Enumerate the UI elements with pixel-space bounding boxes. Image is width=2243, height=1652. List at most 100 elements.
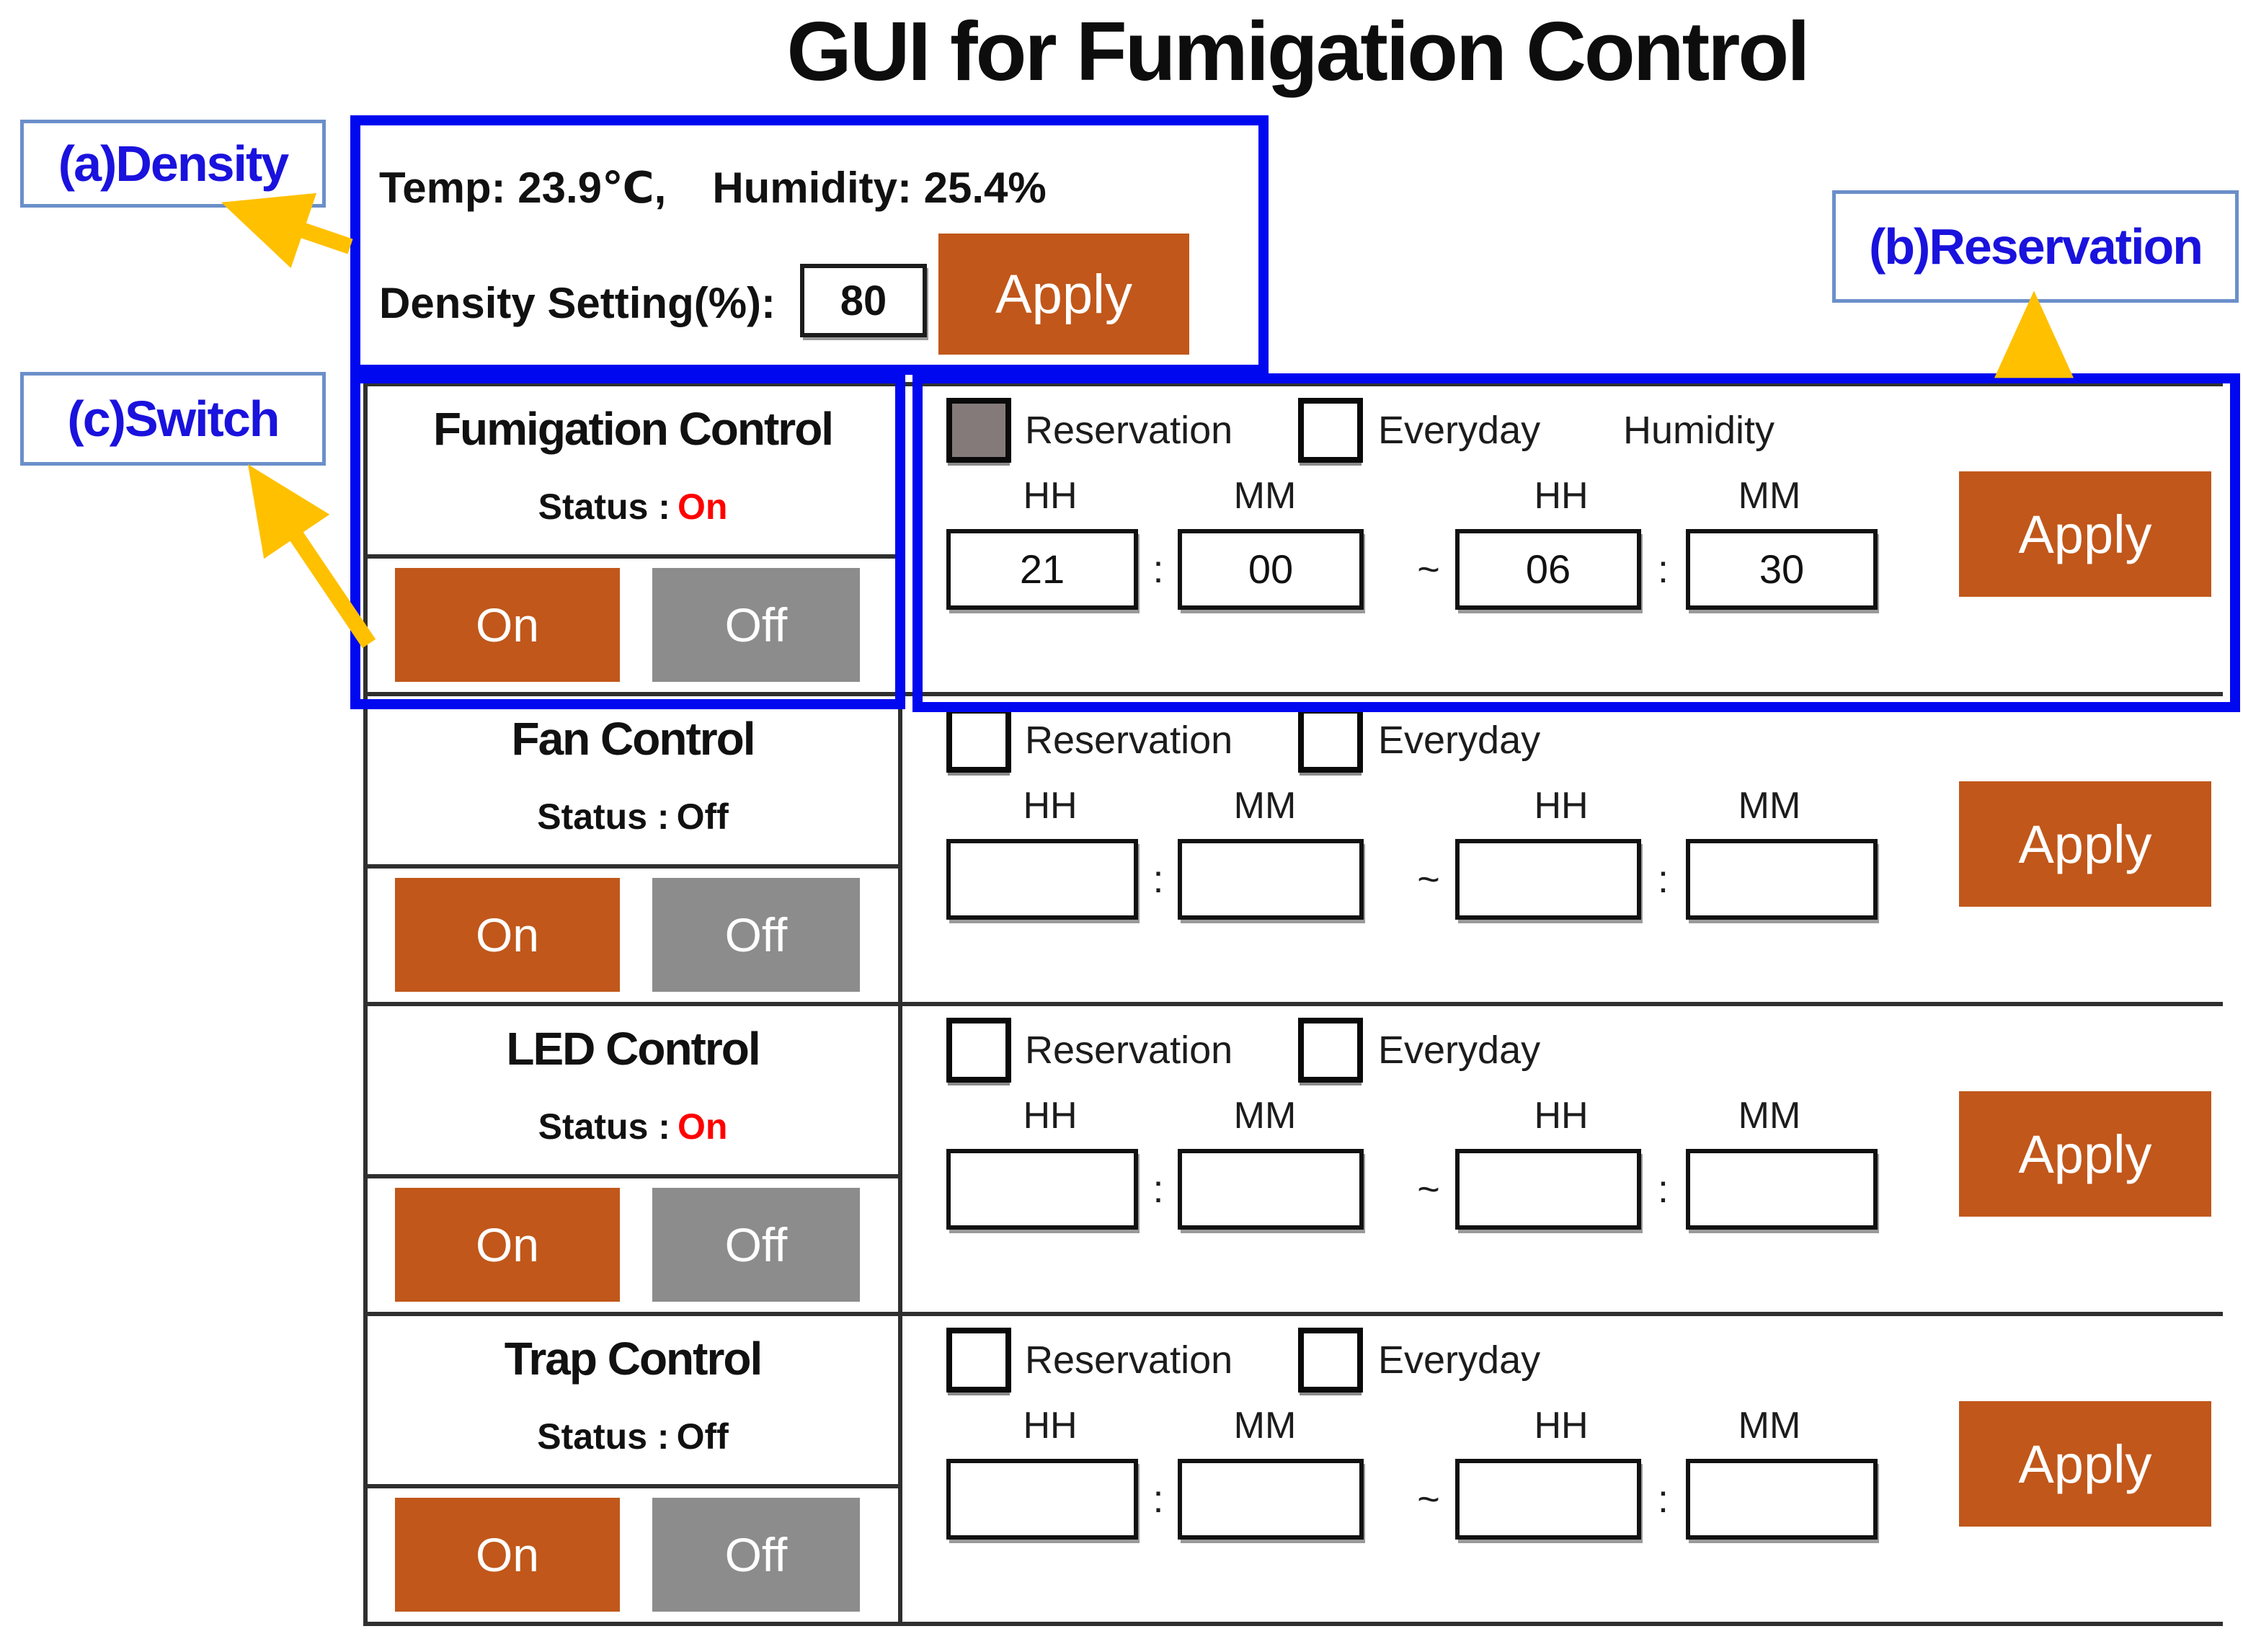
annotation-a-label: (a)Density <box>58 136 289 192</box>
density-panel: Temp: 23.9℃, Humidity: 25.4% Density Sett… <box>350 115 1269 375</box>
everyday-checkbox[interactable] <box>1298 708 1363 773</box>
sensor-readings: Temp: 23.9℃, Humidity: 25.4% <box>379 163 1047 213</box>
cell-divider <box>368 864 898 869</box>
switch-arrow <box>247 464 376 649</box>
reservation-label: Reservation <box>1025 409 1233 452</box>
annotation-b-label: (b)Reservation <box>1868 218 2203 275</box>
status-label: Status : <box>537 796 670 837</box>
start-mm-header: MM <box>1233 785 1297 827</box>
colon-separator: : <box>1657 1478 1669 1521</box>
colon-separator: : <box>1152 858 1164 901</box>
status-line: Status :On <box>368 486 898 528</box>
table-row-trap: Trap Control Status :Off On Off Reservat… <box>368 1316 2223 1622</box>
end-mm-input[interactable] <box>1686 1149 1878 1230</box>
start-mm-input[interactable] <box>1178 1459 1364 1540</box>
start-mm-input[interactable] <box>1178 839 1364 920</box>
colon-separator: : <box>1152 1478 1164 1521</box>
start-hh-header: HH <box>1023 1405 1078 1447</box>
page-title: GUI for Fumigation Control <box>786 4 1811 98</box>
start-hh-input[interactable] <box>946 1459 1138 1540</box>
colon-separator: : <box>1657 1168 1669 1211</box>
everyday-checkbox[interactable] <box>1298 398 1363 463</box>
end-hh-input[interactable]: 06 <box>1455 529 1641 610</box>
status-value: Off <box>676 1416 729 1457</box>
start-hh-header: HH <box>1023 1095 1078 1137</box>
start-mm-input[interactable] <box>1178 1149 1364 1230</box>
end-hh-header: HH <box>1534 1095 1589 1137</box>
density-setting-input[interactable]: 80 <box>800 264 927 337</box>
colon-separator: : <box>1152 548 1164 591</box>
colon-separator: : <box>1657 858 1669 901</box>
temperature-reading: Temp: 23.9℃, <box>379 164 667 212</box>
cell-divider <box>368 1484 898 1488</box>
annotation-b-reservation: (b)Reservation <box>1832 190 2239 303</box>
fan-on-button[interactable]: On <box>395 878 620 992</box>
led-off-button[interactable]: Off <box>652 1188 860 1302</box>
trap-on-button[interactable]: On <box>395 1498 620 1612</box>
status-line: Status :Off <box>368 796 898 838</box>
fumigation-off-button[interactable]: Off <box>652 568 860 682</box>
status-value: Off <box>676 796 729 837</box>
end-hh-header: HH <box>1534 785 1589 827</box>
cell-divider <box>368 1174 898 1178</box>
density-apply-button[interactable]: Apply <box>938 234 1189 355</box>
end-mm-header: MM <box>1738 1405 1801 1447</box>
everyday-checkbox[interactable] <box>1298 1328 1363 1393</box>
tilde-separator: ~ <box>1417 1478 1440 1521</box>
humidity-reading: Humidity: 25.4% <box>712 164 1047 212</box>
everyday-label: Everyday <box>1378 1338 1541 1382</box>
fan-off-button[interactable]: Off <box>652 878 860 992</box>
fumigation-reservation-apply-button[interactable]: Apply <box>1959 471 2211 597</box>
fumigation-on-button[interactable]: On <box>395 568 620 682</box>
control-name: Trap Control <box>504 1333 763 1385</box>
fan-reservation-apply-button[interactable]: Apply <box>1959 781 2211 907</box>
start-hh-input[interactable] <box>946 839 1138 920</box>
tilde-separator: ~ <box>1417 1168 1440 1211</box>
control-name: Fumigation Control <box>432 403 834 455</box>
led-on-button[interactable]: On <box>395 1188 620 1302</box>
annotation-c-switch: (c)Switch <box>20 372 326 466</box>
tilde-separator: ~ <box>1417 548 1440 591</box>
table-row-led: LED Control Status :On On Off Reservatio… <box>368 1006 2223 1316</box>
start-mm-input[interactable]: 00 <box>1178 529 1364 610</box>
density-setting-label: Density Setting(%): <box>379 279 776 327</box>
start-hh-header: HH <box>1023 785 1078 827</box>
start-hh-input[interactable]: 21 <box>946 529 1138 610</box>
trap-reservation-apply-button[interactable]: Apply <box>1959 1401 2211 1527</box>
start-mm-header: MM <box>1233 1405 1297 1447</box>
status-label: Status : <box>538 487 670 527</box>
end-mm-header: MM <box>1738 785 1801 827</box>
end-mm-input[interactable] <box>1686 1459 1878 1540</box>
reservation-label: Reservation <box>1025 1029 1233 1072</box>
led-reservation-apply-button[interactable]: Apply <box>1959 1091 2211 1217</box>
reservation-checkbox[interactable] <box>946 1328 1011 1393</box>
trap-switch-cell: Trap Control Status :Off On Off <box>368 1316 902 1622</box>
end-hh-input[interactable] <box>1455 1459 1641 1540</box>
status-line: Status :Off <box>368 1416 898 1457</box>
reservation-checkbox[interactable] <box>946 708 1011 773</box>
start-mm-header: MM <box>1233 1095 1297 1137</box>
status-line: Status :On <box>368 1106 898 1147</box>
trap-off-button[interactable]: Off <box>652 1498 860 1612</box>
table-row-fan: Fan Control Status :Off On Off Reservati… <box>368 696 2223 1006</box>
reservation-checkbox[interactable] <box>946 398 1011 463</box>
annotation-c-label: (c)Switch <box>67 391 280 447</box>
cell-divider <box>368 554 898 559</box>
end-mm-input[interactable]: 30 <box>1686 529 1878 610</box>
status-value: On <box>677 1106 728 1147</box>
control-table: Fumigation Control Status :On On Off Res… <box>363 382 2223 1626</box>
reservation-checkbox[interactable] <box>946 1018 1011 1083</box>
table-row-fumigation: Fumigation Control Status :On On Off Res… <box>368 386 2223 696</box>
fumigation-reservation-cell: Reservation Everyday Humidity HH MM HH M… <box>902 386 2223 692</box>
start-hh-input[interactable] <box>946 1149 1138 1230</box>
everyday-label: Everyday <box>1378 409 1541 452</box>
end-hh-input[interactable] <box>1455 839 1641 920</box>
end-mm-input[interactable] <box>1686 839 1878 920</box>
humidity-mode-label: Humidity <box>1623 409 1775 452</box>
end-mm-header: MM <box>1738 1095 1801 1137</box>
end-hh-input[interactable] <box>1455 1149 1641 1230</box>
status-label: Status : <box>538 1106 670 1147</box>
everyday-checkbox[interactable] <box>1298 1018 1363 1083</box>
annotation-a-density: (a)Density <box>20 120 326 208</box>
